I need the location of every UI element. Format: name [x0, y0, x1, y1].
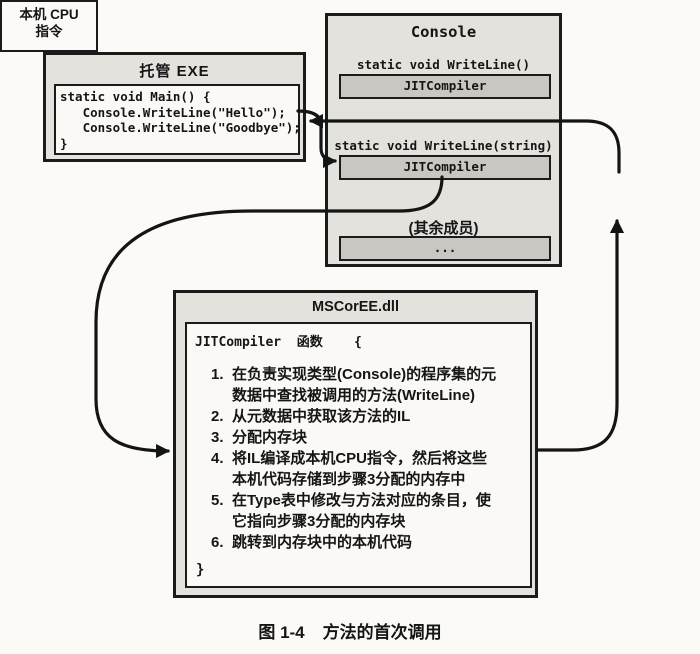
- managed-exe-title: 托管 EXE: [139, 63, 210, 80]
- code-line: }: [60, 135, 68, 151]
- native-cpu-line1: 本机 CPU: [19, 7, 79, 22]
- jit-step-1: 1. 在负责实现类型(Console)的程序集的元 数据中查找被调用的方法(Wr…: [211, 364, 521, 406]
- jit-steps-list: 1. 在负责实现类型(Console)的程序集的元 数据中查找被调用的方法(Wr…: [211, 364, 521, 553]
- step-number: 1.: [211, 366, 224, 383]
- step-text: 分配内存块: [232, 429, 308, 446]
- code-line: static void Main() {: [60, 89, 211, 104]
- step-number: 5.: [211, 492, 224, 509]
- mscoree-dll-box: MSCorEE.dll JITCompiler 函数 { 1. 在负责实现类型(…: [173, 290, 538, 598]
- figure-caption-label: 图 1-4: [258, 623, 305, 642]
- closing-brace: }: [196, 562, 205, 578]
- step-text: 将IL编译成本机CPU指令，然后将这些: [232, 450, 488, 467]
- mscoree-dll-title: MSCorEE.dll: [311, 299, 399, 315]
- jit-step-4: 4. 将IL编译成本机CPU指令，然后将这些 本机代码存储到步骤3分配的内存中: [211, 448, 521, 490]
- writeline-signature: static void WriteLine(): [356, 57, 531, 72]
- step-number: 4.: [211, 450, 224, 467]
- step-number: 3.: [211, 429, 224, 446]
- step-text: 它指向步骤3分配的内存块: [232, 513, 406, 530]
- code-line: Console.WriteLine("Hello");: [60, 104, 286, 120]
- remaining-members-label: (其余成员): [408, 220, 479, 237]
- jitcompiler-stub-writeline: JITCompiler: [339, 74, 551, 99]
- managed-exe-box: 托管 EXE static void Main() { Console.Writ…: [43, 52, 306, 162]
- jit-step-6: 6. 跳转到内存块中的本机代码: [211, 532, 521, 553]
- native-cpu-instructions-box: 本机 CPU 指令: [0, 0, 98, 52]
- step-number: 2.: [211, 408, 224, 425]
- jit-step-3: 3. 分配内存块: [211, 427, 521, 448]
- jitcompiler-stub-writeline-string: JITCompiler: [339, 155, 551, 180]
- step-number: 6.: [211, 534, 224, 551]
- step-text: 从元数据中获取该方法的IL: [232, 408, 411, 425]
- step-text: 跳转到内存块中的本机代码: [232, 534, 413, 551]
- step-text: 数据中查找被调用的方法(WriteLine): [232, 387, 476, 404]
- code-line: Console.WriteLine("Goodbye");: [60, 120, 301, 135]
- jitcompiler-function-header: JITCompiler 函数 {: [195, 335, 362, 350]
- jitcompiler-function-box: JITCompiler 函数 { 1. 在负责实现类型(Console)的程序集…: [185, 322, 532, 588]
- writeline-string-signature: static void WriteLine(string): [334, 138, 553, 153]
- jit-step-5: 5. 在Type表中修改与方法对应的条目，使 它指向步骤3分配的内存块: [211, 490, 521, 532]
- step-text: 在Type表中修改与方法对应的条目，使: [232, 492, 491, 509]
- figure-caption-text: 方法的首次调用: [322, 623, 442, 642]
- jit-step-2: 2. 从元数据中获取该方法的IL: [211, 406, 521, 427]
- console-type-box: Console static void WriteLine() JITCompi…: [325, 13, 562, 267]
- main-code-block: static void Main() { Console.WriteLine("…: [54, 84, 301, 155]
- remaining-members-stub: ...: [339, 236, 551, 261]
- step-text: 在负责实现类型(Console)的程序集的元: [232, 366, 497, 383]
- native-cpu-line2: 指令: [35, 24, 63, 39]
- console-type-title: Console: [410, 23, 477, 41]
- step-text: 本机代码存储到步骤3分配的内存中: [232, 471, 466, 488]
- figure-caption: 图 1-4 方法的首次调用: [0, 618, 700, 643]
